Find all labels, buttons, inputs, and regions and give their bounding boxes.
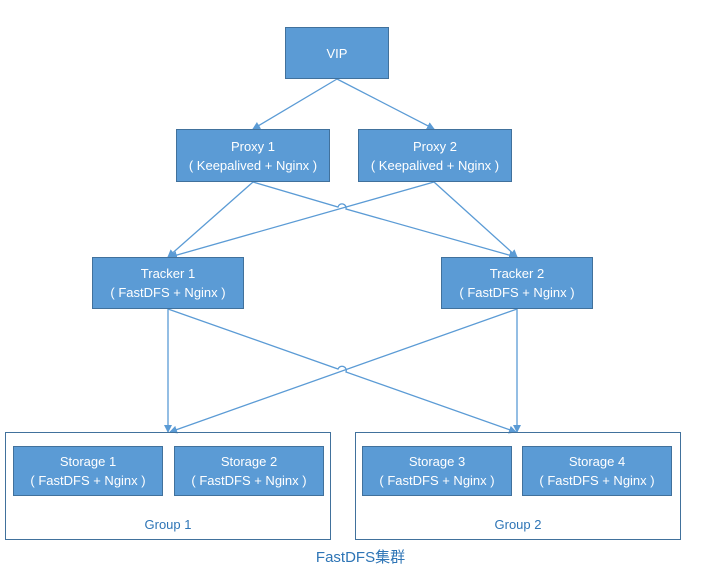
storage3-subtitle: ( FastDFS + Nginx ) [379,473,495,488]
proxy1-node: Proxy 1 ( Keepalived + Nginx ) [176,129,330,182]
group1-container: Group 1 [5,432,331,540]
storage4-subtitle: ( FastDFS + Nginx ) [539,473,655,488]
tracker2-node: Tracker 2 ( FastDFS + Nginx ) [441,257,593,309]
diagram-caption: FastDFS集群 [315,549,406,566]
storage3-node: Storage 3 ( FastDFS + Nginx ) [362,446,512,496]
tracker2-subtitle: ( FastDFS + Nginx ) [459,285,575,300]
storage2-title: Storage 2 [220,454,278,469]
edge-tracker2-group1 [169,308,518,434]
proxy2-subtitle: ( Keepalived + Nginx ) [370,157,500,173]
storage2-node: Storage 2 ( FastDFS + Nginx ) [174,446,324,496]
storage4-node: Storage 4 ( FastDFS + Nginx ) [522,446,672,496]
vip-label: VIP [326,45,348,61]
proxy1-title: Proxy 1 [230,138,276,154]
group2-container: Group 2 [355,432,681,540]
edge-proxy1-tracker1 [167,181,254,258]
edge-vip-proxy2 [336,78,435,130]
proxy2-title: Proxy 2 [412,138,458,154]
tracker2-title: Tracker 2 [489,266,545,281]
storage1-title: Storage 1 [59,454,117,469]
storage1-node: Storage 1 ( FastDFS + Nginx ) [13,446,163,496]
storage4-title: Storage 4 [568,454,626,469]
tracker1-subtitle: ( FastDFS + Nginx ) [110,285,226,300]
proxy1-subtitle: ( Keepalived + Nginx ) [188,157,318,173]
tracker1-node: Tracker 1 ( FastDFS + Nginx ) [92,257,244,309]
edge-tracker1-group2 [167,308,517,434]
proxy2-node: Proxy 2 ( Keepalived + Nginx ) [358,129,512,182]
vip-node: VIP [285,27,389,79]
group2-label: Group 2 [494,517,542,532]
tracker1-title: Tracker 1 [140,266,196,281]
storage1-subtitle: ( FastDFS + Nginx ) [30,473,146,488]
group1-label: Group 1 [144,517,192,532]
storage2-subtitle: ( FastDFS + Nginx ) [191,473,307,488]
edge-proxy2-tracker2 [433,181,518,258]
storage3-title: Storage 3 [408,454,466,469]
edge-proxy1-tracker2 [252,181,517,259]
edge-proxy2-tracker1 [169,181,435,259]
edge-vip-proxy1 [252,78,338,130]
